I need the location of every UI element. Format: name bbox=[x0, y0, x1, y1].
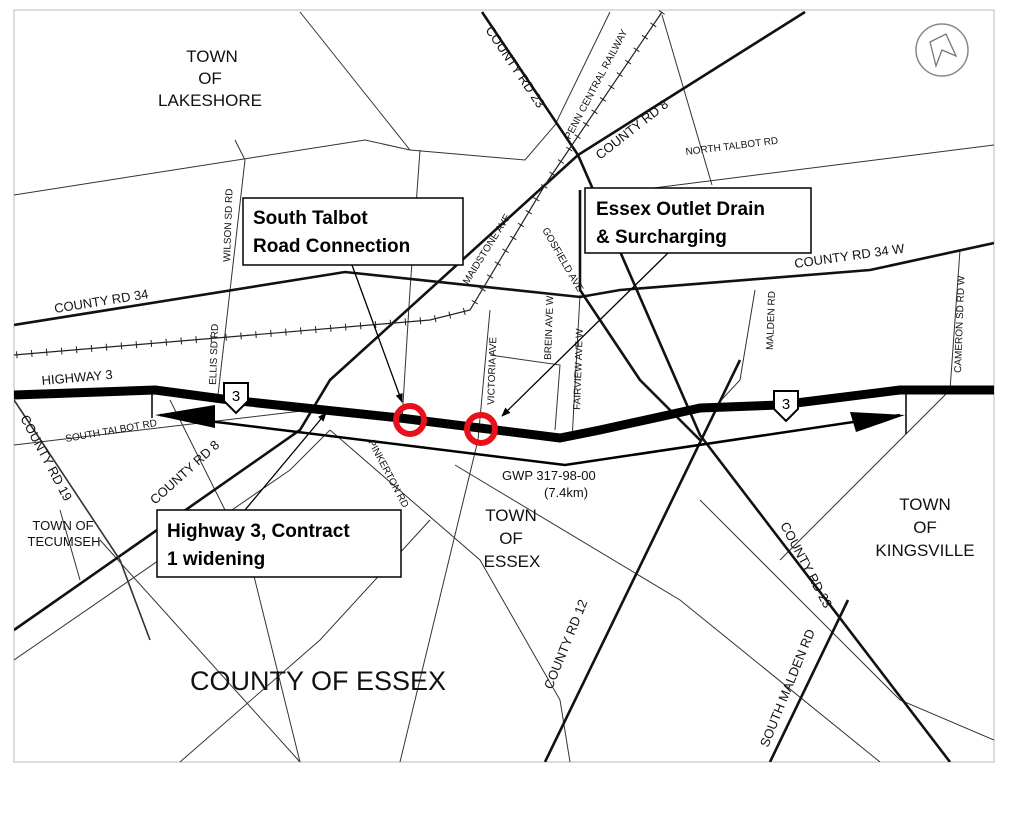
svg-text:1 widening: 1 widening bbox=[167, 549, 265, 570]
label-town-tecumseh: TOWN OF TECUMSEH bbox=[28, 518, 101, 549]
svg-text:OF: OF bbox=[913, 518, 937, 537]
callout-leaders bbox=[244, 252, 669, 511]
svg-text:TOWN: TOWN bbox=[899, 495, 951, 514]
label-town-kingsville: TOWN OF KINGSVILLE bbox=[875, 495, 974, 560]
svg-text:TOWN OF: TOWN OF bbox=[32, 518, 93, 533]
svg-text:ESSEX: ESSEX bbox=[484, 552, 541, 571]
marker-south-talbot[interactable] bbox=[393, 403, 427, 437]
label-county-of-essex: COUNTY OF ESSEX bbox=[190, 666, 446, 696]
highway-3-shield: 3 bbox=[223, 382, 249, 415]
svg-text:3: 3 bbox=[232, 388, 240, 405]
svg-text:3: 3 bbox=[782, 396, 790, 413]
svg-text:OF: OF bbox=[499, 529, 523, 548]
svg-text:TECUMSEH: TECUMSEH bbox=[28, 534, 101, 549]
county-roads bbox=[14, 10, 994, 762]
callout-contract1: Highway 3, Contract 1 widening bbox=[156, 509, 402, 578]
label-ellis-sd-rd: ELLIS SD RD bbox=[208, 324, 221, 385]
project-length: (7.4km) bbox=[544, 485, 588, 500]
svg-text:TOWN: TOWN bbox=[485, 506, 537, 525]
label-highway-3: HIGHWAY 3 bbox=[41, 367, 113, 388]
label-cameron-sd-rd-w: CAMERON SD RD W bbox=[953, 275, 967, 373]
label-wilson-sd-rd: WILSON SD RD bbox=[222, 188, 236, 262]
svg-text:Road Connection: Road Connection bbox=[253, 236, 410, 257]
label-town-essex: TOWN OF ESSEX bbox=[484, 506, 541, 571]
svg-text:Essex Outlet Drain: Essex Outlet Drain bbox=[596, 199, 765, 220]
highway-3-route bbox=[14, 385, 994, 443]
north-arrow-icon bbox=[915, 23, 969, 77]
label-brein-ave-w: BREIN AVE W bbox=[543, 295, 556, 360]
svg-text:& Surcharging: & Surcharging bbox=[596, 227, 727, 248]
label-victoria-ave: VICTORIA AVE bbox=[486, 336, 499, 405]
svg-text:TOWN: TOWN bbox=[186, 47, 238, 66]
callout-essex-outlet: Essex Outlet Drain & Surcharging bbox=[584, 187, 812, 254]
svg-text:KINGSVILLE: KINGSVILLE bbox=[875, 541, 974, 560]
project-code: GWP 317-98-00 bbox=[502, 468, 596, 483]
svg-text:LAKESHORE: LAKESHORE bbox=[158, 91, 262, 110]
project-extent bbox=[151, 388, 907, 467]
penn-central-railway bbox=[14, 10, 665, 359]
svg-text:South Talbot: South Talbot bbox=[253, 208, 368, 229]
label-malden-rd: MALDEN RD bbox=[765, 291, 778, 350]
svg-text:OF: OF bbox=[198, 69, 222, 88]
highway-3-shield: 3 bbox=[773, 390, 799, 423]
label-fairview-ave-w: FAIRVIEW AVE W bbox=[572, 328, 586, 410]
label-town-lakeshore: TOWN OF LAKESHORE bbox=[158, 47, 262, 110]
marker-essex-outlet[interactable] bbox=[464, 412, 498, 446]
local-roads bbox=[14, 11, 994, 762]
map-frame bbox=[13, 9, 995, 763]
svg-text:Highway 3, Contract: Highway 3, Contract bbox=[167, 521, 350, 542]
callout-south-talbot: South Talbot Road Connection bbox=[242, 197, 464, 266]
